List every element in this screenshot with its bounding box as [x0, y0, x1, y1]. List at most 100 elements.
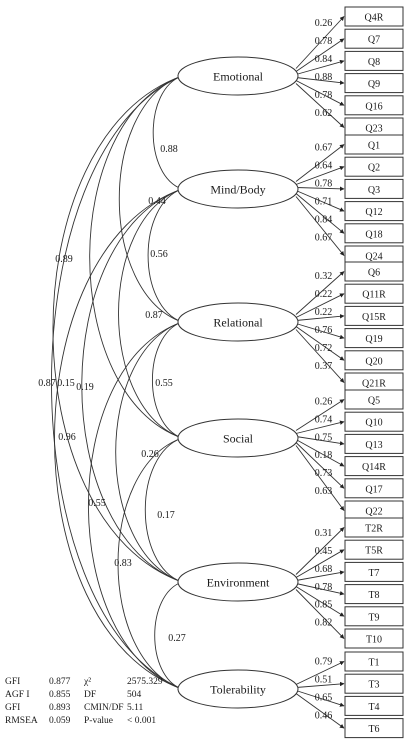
- loading-arrow-q3: [295, 186, 345, 192]
- correlation-label: 0.26: [141, 449, 159, 460]
- loading-value-q21r: 0.37: [315, 361, 333, 372]
- loading-arrow-q12: [295, 190, 345, 212]
- correlation-arc-1-4: [81, 188, 183, 583]
- factor-label-environment: Environment: [207, 576, 270, 590]
- indicator-box-t6: [344, 718, 404, 739]
- loading-value-q7: 0.78: [315, 36, 333, 47]
- fit-index-label: P-value: [84, 716, 113, 726]
- loading-value-t10: 0.82: [315, 618, 333, 629]
- loading-value-t9: 0.85: [315, 600, 333, 611]
- loading-arrow-t5r: [295, 549, 345, 578]
- factor-mind-body: [177, 169, 299, 209]
- indicator-box-t10: [344, 628, 404, 649]
- correlation-arc-3-4: [144, 437, 183, 583]
- loading-value-q18: 0.84: [315, 215, 333, 226]
- correlation-arc-1-2: [147, 188, 183, 323]
- indicator-label-q11r: Q11R: [362, 290, 386, 301]
- fit-index-value: 0.059: [49, 716, 71, 726]
- loading-value-q22: 0.63: [315, 486, 333, 497]
- factor-label-social: Social: [223, 432, 254, 446]
- loading-value-q4r: 0.26: [315, 18, 333, 29]
- indicator-label-t5r: T5R: [365, 546, 383, 557]
- correlation-label: 0.56: [150, 249, 168, 260]
- loading-arrow-q13: [295, 436, 345, 446]
- factor-relational: [177, 302, 299, 342]
- factor-label-tolerability: Tolerability: [210, 683, 266, 697]
- correlation-label: 0.83: [114, 558, 132, 569]
- fit-index-label: RMSEA: [5, 716, 38, 726]
- fit-index-label: CMIN/DF: [84, 703, 124, 713]
- indicator-label-q10: Q10: [365, 418, 382, 429]
- fit-index-value: 0.877: [49, 677, 71, 687]
- indicator-box-t4: [344, 695, 404, 716]
- indicator-box-q14r: [344, 456, 404, 477]
- loading-arrow-q14r: [295, 439, 345, 467]
- correlation-label: 0.27: [168, 633, 186, 644]
- loading-value-q6: 0.32: [315, 271, 333, 282]
- correlation-arcs: [51, 75, 183, 690]
- factor-environment: [177, 562, 299, 602]
- indicator-label-q5: Q5: [368, 396, 380, 407]
- correlation-label: 0.87: [38, 378, 56, 389]
- loading-arrow-t2r: [295, 527, 345, 575]
- loading-arrow-q18: [295, 193, 345, 234]
- indicator-box-q7: [344, 28, 404, 49]
- correlation-arc-2-3: [151, 321, 183, 439]
- loading-value-q24: 0.67: [315, 233, 333, 244]
- indicator-box-t5r: [344, 539, 404, 560]
- indicator-label-q14r: Q14R: [362, 462, 386, 473]
- loading-arrow-q11r: [295, 293, 345, 318]
- indicator-box-t1: [344, 651, 404, 672]
- loading-value-t2r: 0.31: [315, 528, 333, 539]
- loading-value-q3: 0.78: [315, 179, 333, 190]
- fit-index-value: < 0.001: [127, 716, 156, 726]
- loading-arrow-t9: [295, 586, 345, 617]
- loading-arrow-q10: [295, 420, 345, 434]
- indicator-box-t3: [344, 673, 404, 694]
- correlation-arc-0-1: [152, 75, 183, 190]
- correlation-label: 0.44: [148, 196, 166, 207]
- loading-arrow-q20: [295, 326, 345, 361]
- indicator-box-q4r: [344, 6, 404, 27]
- loading-arrow-q2: [295, 165, 345, 185]
- loading-value-q12: 0.71: [315, 197, 333, 208]
- loading-value-q2: 0.64: [315, 161, 333, 172]
- loading-arrow-q24: [295, 196, 345, 256]
- factor-social: [177, 418, 299, 458]
- indicator-label-t4: T4: [368, 702, 379, 713]
- correlation-label: 0.55: [88, 498, 106, 509]
- indicator-box-q16: [344, 95, 404, 116]
- loading-arrow-q7: [295, 38, 345, 72]
- correlation-label: 0.15: [57, 378, 75, 389]
- loading-arrow-q5: [295, 399, 345, 431]
- loading-arrow-q6: [295, 271, 345, 315]
- loading-value-q10: 0.74: [315, 414, 333, 425]
- indicator-box-t9: [344, 606, 404, 627]
- correlation-label: 0.19: [76, 382, 94, 393]
- fit-index-label: χ²: [83, 677, 91, 687]
- loading-value-q15r: 0.22: [315, 307, 333, 318]
- indicator-box-q10: [344, 411, 404, 432]
- indicator-boxes: Q4RQ7Q8Q9Q16Q23Q1Q2Q3Q12Q18Q24Q6Q11RQ15R…: [344, 6, 404, 739]
- indicator-label-q17: Q17: [365, 484, 382, 495]
- correlation-arc-1-5: [54, 188, 183, 690]
- correlation-label: 0.55: [155, 378, 173, 389]
- loading-value-q23: 0.62: [315, 108, 333, 119]
- loading-arrow-t3: [295, 681, 345, 688]
- correlation-label: 0.89: [55, 254, 73, 265]
- factor-label-emotional: Emotional: [213, 70, 264, 84]
- fit-index-label: GFI: [5, 677, 20, 687]
- correlation-label: 0.88: [160, 144, 178, 155]
- loading-arrow-q9: [295, 77, 345, 85]
- loading-value-q16: 0.78: [315, 90, 333, 101]
- indicator-box-t8: [344, 584, 404, 605]
- correlation-arc-0-4: [52, 75, 183, 583]
- indicator-label-q16: Q16: [365, 101, 382, 112]
- fit-index-value: 504: [127, 690, 142, 700]
- indicator-label-q22: Q22: [365, 507, 382, 518]
- correlation-arc-1-3: [118, 188, 183, 439]
- indicator-label-t7: T7: [368, 568, 379, 579]
- indicator-label-q1: Q1: [368, 141, 380, 152]
- loading-value-q8: 0.84: [315, 54, 333, 65]
